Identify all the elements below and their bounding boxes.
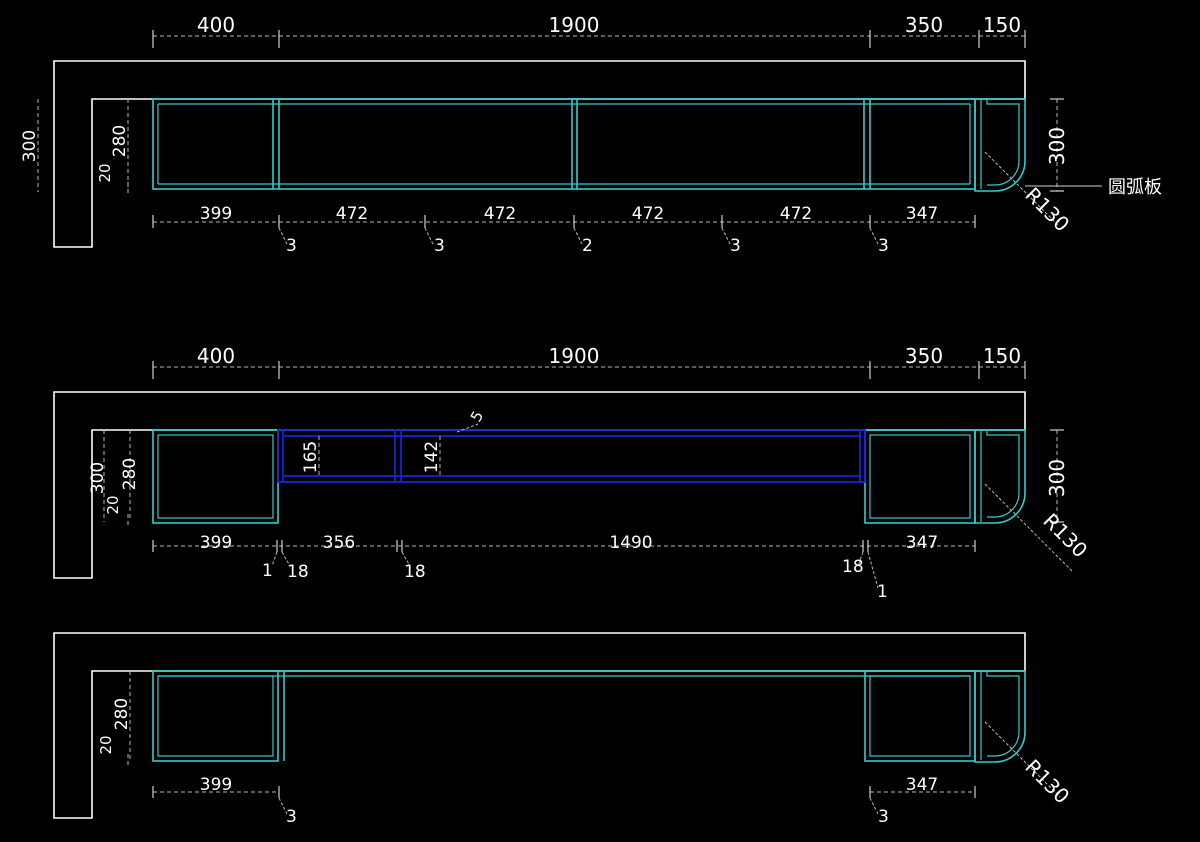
gap-2: 3 — [878, 807, 889, 827]
gap-2: 18 — [287, 562, 309, 582]
gap-4: 18 — [842, 557, 864, 577]
wall-3 — [53, 632, 1026, 819]
radius-label-3: R130 — [1020, 755, 1074, 809]
dim-bottom-2: 347 — [906, 775, 938, 795]
dim-left-280: 280 — [110, 125, 130, 157]
gap-5: 1 — [877, 582, 888, 602]
dim-bottom-3: 472 — [484, 204, 516, 224]
gap-4: 3 — [730, 236, 741, 256]
dim-shelf-142: 142 — [422, 441, 442, 473]
drawing-1: 400 1900 350 150 300 280 20 300 圆弧板 R130… — [20, 13, 1162, 256]
wall-2 — [53, 391, 1026, 579]
dim-left-280: 280 — [120, 458, 140, 490]
dim-shelf-165: 165 — [301, 441, 321, 473]
dim-top-4: 150 — [983, 344, 1021, 368]
dim-bottom-2: 472 — [336, 204, 368, 224]
radius-label-2: R130 — [1038, 509, 1092, 563]
dim-bottom-1: 399 — [200, 533, 232, 553]
dim-right-300: 300 — [1045, 127, 1069, 165]
dim-left-20: 20 — [104, 495, 122, 514]
dim-top-1: 400 — [197, 13, 235, 37]
dim-bottom-4: 347 — [906, 533, 938, 553]
gap-5: 3 — [878, 236, 889, 256]
dim-left-20: 20 — [97, 735, 115, 754]
dim-top-1: 400 — [197, 344, 235, 368]
shelf-frame — [277, 429, 866, 483]
dim-left-300: 300 — [20, 130, 40, 162]
dim-left-300: 300 — [88, 462, 108, 494]
gap-1: 1 — [262, 561, 273, 581]
gap-1: 3 — [286, 236, 297, 256]
dim-bottom-5: 472 — [780, 204, 812, 224]
gap-3: 2 — [582, 236, 593, 256]
dim-top-3: 350 — [905, 13, 943, 37]
radius-label-1: R130 — [1020, 183, 1074, 237]
dim-bottom-3: 1490 — [609, 533, 652, 553]
dim-shelf-5: 5 — [467, 408, 487, 425]
dim-bottom-6: 347 — [906, 204, 938, 224]
dim-left-20: 20 — [96, 163, 114, 182]
dim-left-280: 280 — [112, 698, 132, 730]
gap-2: 3 — [434, 236, 445, 256]
dim-top-2: 1900 — [549, 344, 600, 368]
dim-top-4: 150 — [983, 13, 1021, 37]
dim-bottom-4: 472 — [632, 204, 664, 224]
drawing-2: 400 1900 350 150 300 280 20 165 142 5 30… — [53, 344, 1092, 602]
dim-top-3: 350 — [905, 344, 943, 368]
cabinet-row-1 — [152, 98, 1026, 192]
wall-1 — [53, 60, 1026, 248]
gap-3: 18 — [404, 562, 426, 582]
gap-1: 3 — [286, 807, 297, 827]
dim-bottom-1: 399 — [200, 204, 232, 224]
cabinet-row-3 — [152, 670, 1026, 763]
dim-top-2: 1900 — [549, 13, 600, 37]
arc-panel-label: 圆弧板 — [1108, 177, 1162, 198]
dim-right-300: 300 — [1045, 459, 1069, 497]
dim-bottom-1: 399 — [200, 775, 232, 795]
drawing-3: 280 20 R130 399 347 3 3 — [53, 632, 1074, 827]
dim-bottom-2: 356 — [323, 533, 355, 553]
